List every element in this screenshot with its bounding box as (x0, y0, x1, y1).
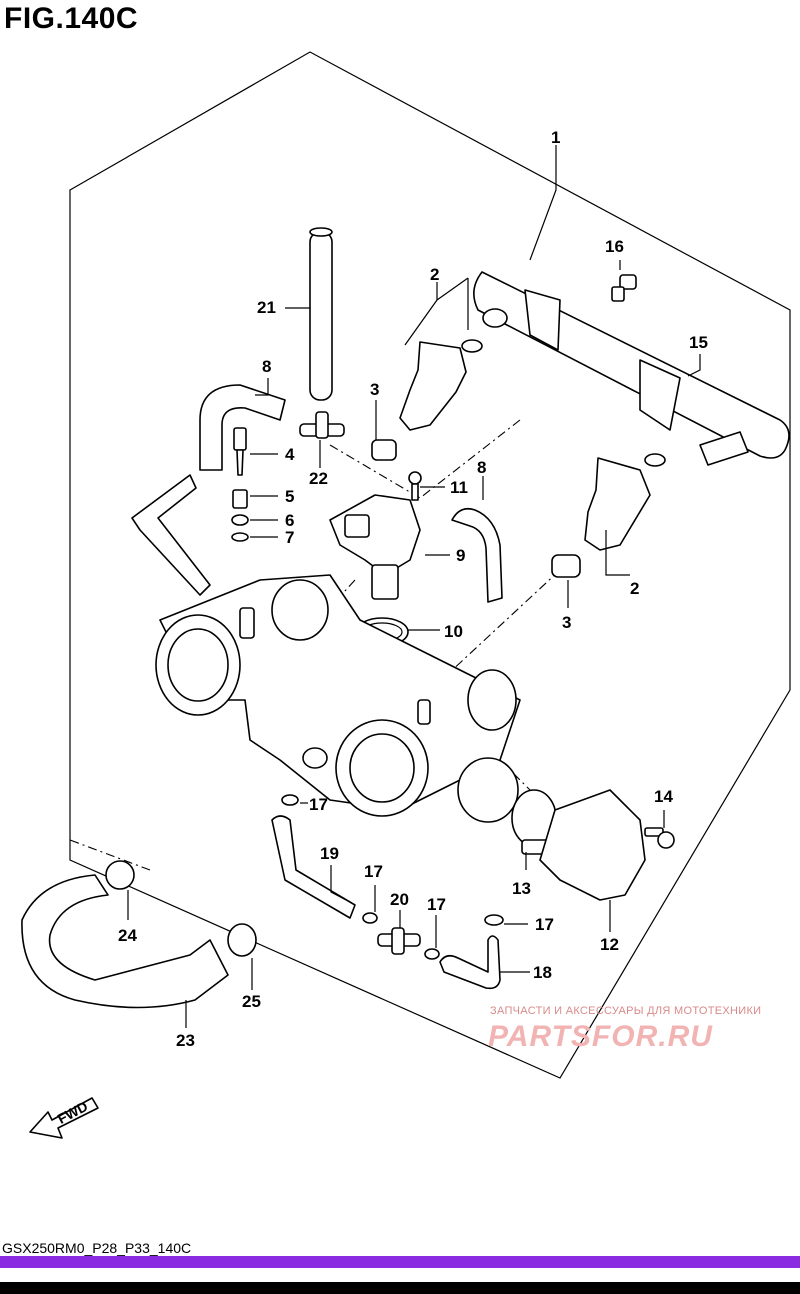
injector-lower (584, 453, 666, 551)
callout-18: 18 (533, 963, 552, 982)
idle-speed-control (457, 757, 557, 855)
clamp-24 (105, 860, 135, 890)
screw-14 (644, 827, 675, 849)
callout-11: 11 (450, 478, 468, 497)
cover-12 (539, 789, 646, 901)
watermark-tagline: ЗАПЧАСТИ И АКСЕССУАРЫ ДЛЯ МОТОТЕХНИКИ (490, 1005, 762, 1017)
callout-17-d: 17 (535, 915, 554, 934)
callout-13: 13 (512, 879, 531, 898)
callout-10: 10 (444, 622, 463, 641)
callout-2-upper: 2 (430, 265, 439, 284)
assembly-boundary (69, 51, 791, 1079)
clamp-17d (484, 914, 504, 926)
callout-20: 20 (390, 890, 409, 909)
clamp-17c (424, 948, 440, 960)
clamp-17a (281, 794, 299, 806)
throttle-body (155, 574, 521, 817)
callout-5: 5 (285, 487, 294, 506)
injector-seal-lower (551, 554, 581, 578)
callout-6: 6 (285, 511, 294, 530)
pilot-screw-set (231, 427, 249, 542)
hose-19 (271, 815, 356, 919)
screw-11 (408, 471, 422, 501)
callout-3-upper: 3 (370, 380, 379, 399)
callout-16: 16 (605, 237, 624, 256)
callout-4: 4 (285, 445, 295, 464)
figure-title: FIG.140C (4, 2, 139, 35)
clamp-25 (227, 923, 257, 957)
callout-8-right: 8 (477, 458, 486, 477)
callout-23: 23 (176, 1031, 195, 1050)
callout-9: 9 (456, 546, 465, 565)
watermark-logo: PARTSFOR.RU (488, 1020, 713, 1053)
footer-black-strip (0, 1282, 800, 1294)
callout-22: 22 (309, 469, 328, 488)
bracket (131, 474, 211, 596)
callout-7: 7 (285, 528, 294, 547)
callout-8-left: 8 (262, 357, 271, 376)
fuel-delivery-pipe (473, 271, 790, 466)
injector-upper (399, 339, 483, 431)
callout-17-a: 17 (309, 795, 328, 814)
injector-seal-upper (371, 439, 397, 461)
vent-hose (309, 227, 333, 401)
callout-19: 19 (320, 844, 339, 863)
fwd-label: FWD (55, 1098, 91, 1127)
footer-code: GSX250RM0_P28_P33_140C (2, 1240, 192, 1256)
callout-17-c: 17 (427, 895, 446, 914)
bolt-16 (611, 274, 637, 302)
large-hose-23 (21, 874, 229, 1009)
t-joint-20 (377, 927, 421, 955)
bent-hose-right (451, 507, 503, 603)
callout-14: 14 (654, 787, 673, 806)
t-joint-22 (299, 411, 345, 439)
hose-18 (439, 935, 501, 990)
callout-24: 24 (118, 926, 137, 945)
callout-2-lower: 2 (630, 579, 639, 598)
callout-3-lower: 3 (562, 613, 571, 632)
callout-21: 21 (257, 298, 276, 317)
clamp-17b (362, 912, 378, 924)
footer-bar (0, 1256, 800, 1268)
callout-25: 25 (242, 992, 261, 1011)
callout-15: 15 (689, 333, 708, 352)
callout-12: 12 (600, 935, 619, 954)
callout-17-b: 17 (364, 862, 383, 881)
callout-1: 1 (551, 128, 560, 147)
throttle-sensor (329, 494, 421, 600)
bent-hose-left (199, 384, 286, 471)
fwd-arrow-icon: FWD (29, 1097, 99, 1139)
